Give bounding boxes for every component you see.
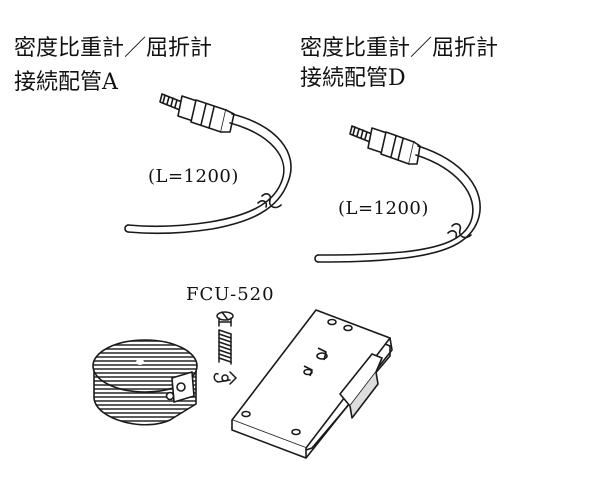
cable-d-title-line2: 接続配管D [300, 66, 406, 91]
cable-a-body [124, 113, 292, 235]
cable-d-threaded-tip [349, 125, 373, 143]
sensor-head-highlight [136, 359, 144, 365]
spring-clip [213, 371, 238, 385]
cable-d-length-label: (L=1200) [338, 198, 429, 219]
spring-coil [218, 329, 232, 365]
sensor-head-top [92, 339, 198, 393]
spring-clip-drawing [213, 311, 238, 385]
spring-top-screw [216, 311, 234, 327]
cable-a-drawing [124, 93, 292, 235]
bracket-raised-block [339, 353, 383, 407]
cable-a-title-line2: 接続配管A [14, 70, 118, 95]
sensor-head-port [165, 371, 195, 403]
bracket-holes [241, 318, 353, 436]
cable-a-length-label: (L=1200) [148, 166, 239, 187]
cable-d-drawing [314, 125, 481, 263]
cable-a-threaded-tip [159, 93, 183, 111]
mounting-bracket-drawing [231, 309, 393, 459]
cable-d-title-line1: 密度比重計／屈折計 [300, 36, 499, 61]
cable-a-title-line1: 密度比重計／屈折計 [14, 36, 213, 61]
cable-d-body [314, 145, 481, 263]
cable-a-fitting [177, 95, 235, 133]
cable-d-fitting [367, 127, 421, 165]
bracket-edge [231, 420, 307, 459]
unit-model-label: FCU-520 [186, 284, 275, 305]
sensor-head-drawing [92, 339, 198, 426]
